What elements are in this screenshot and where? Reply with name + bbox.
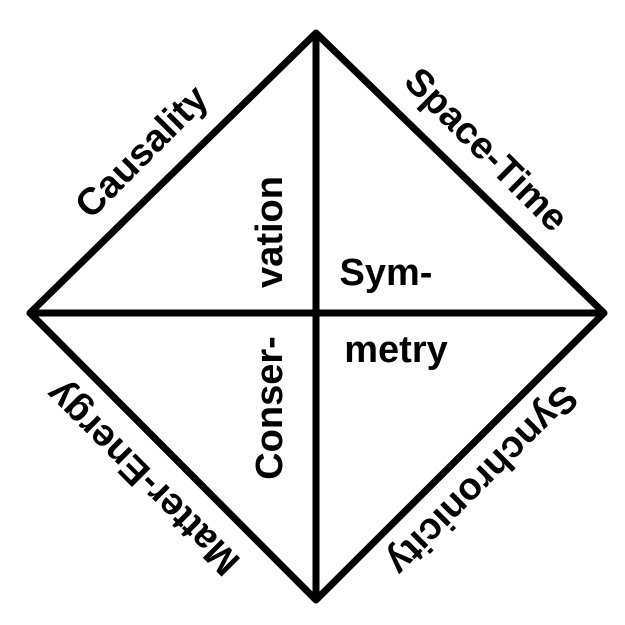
label-symmetry-bottom: metry	[344, 329, 448, 371]
label-conservation-bottom: Conser-	[249, 336, 291, 480]
label-conservation-top: vation	[249, 176, 291, 288]
label-symmetry-top: Sym-	[339, 252, 433, 294]
